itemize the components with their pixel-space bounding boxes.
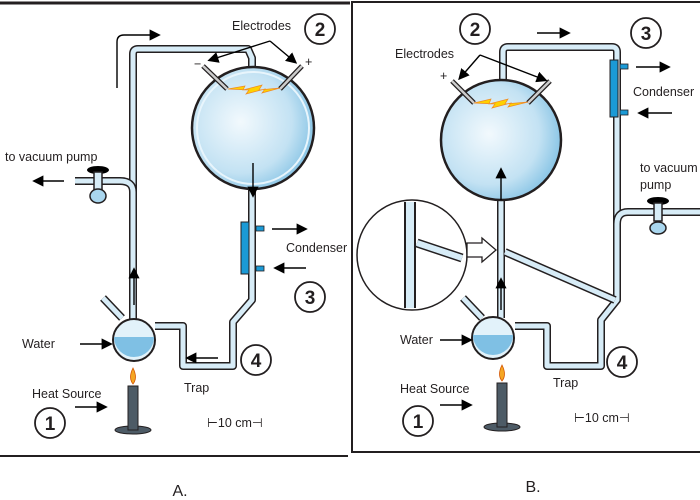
stopcock-b [653, 202, 663, 222]
heat-source-candle [127, 385, 139, 431]
step-4-badge: 4 [240, 344, 272, 376]
vacuum-label-b-line2: pump [640, 178, 671, 192]
electrode-positive-b-core [451, 80, 475, 104]
step-3-badge-b: 3 [630, 17, 662, 49]
plus-sign-b: + [440, 69, 447, 83]
condenser-inlet [255, 265, 265, 272]
stopcock-handle-b[interactable] [647, 197, 669, 205]
zoom-arrow-icon [466, 236, 497, 264]
svg-text:4: 4 [251, 351, 262, 372]
water-fill-b [473, 335, 513, 355]
panel-a: Electrodes − + to vacuum pump Condenser … [0, 1, 350, 500]
panel-b: Electrodes + Condenser to vacuum pump Wa… [351, 1, 700, 496]
aspirator-inset [356, 199, 497, 311]
plus-sign: + [305, 55, 312, 69]
heat-source-label: Heat Source [32, 387, 102, 401]
svg-text:1: 1 [45, 414, 56, 435]
condenser-outlet [255, 225, 265, 232]
svg-text:2: 2 [315, 20, 326, 41]
svg-text:2: 2 [470, 20, 481, 41]
condenser-outlet-b [619, 63, 629, 70]
spark-icon-b [473, 98, 529, 109]
electrodes-pointer-left-b [458, 54, 481, 81]
trap-label: Trap [184, 381, 209, 395]
panel-b-border [351, 1, 700, 453]
stopcock-handle[interactable] [87, 166, 109, 174]
step-1-badge: 1 [34, 407, 66, 439]
svg-text:1: 1 [413, 412, 424, 433]
svg-text:4: 4 [617, 353, 628, 374]
stopcock [93, 171, 103, 191]
stopcock-bulb [89, 188, 107, 204]
scale-bar-b: ⊢10 cm⊣ [574, 411, 630, 425]
minus-sign: − [194, 57, 201, 71]
spark-icon [227, 84, 281, 95]
apparatus-tubing [75, 45, 256, 370]
condenser-jacket [240, 221, 250, 275]
trap-label-b: Trap [553, 376, 578, 390]
electrodes-pointer-left [207, 40, 271, 63]
electrodes-pointer-right [269, 40, 298, 64]
step-2-badge-b: 2 [459, 13, 491, 45]
condenser-inlet-b [619, 109, 629, 116]
apparatus-tubing-b [460, 43, 700, 370]
flame-icon [130, 367, 136, 385]
electrodes-label: Electrodes [232, 19, 291, 33]
electrode-positive-core [279, 65, 303, 90]
water-label-b: Water [400, 333, 433, 347]
water-fill [114, 337, 154, 357]
caption-b: B. [525, 479, 540, 496]
water-label: Water [22, 337, 55, 351]
step-4-badge-b: 4 [606, 346, 638, 378]
condenser-jacket-b [609, 59, 619, 118]
svg-text:3: 3 [305, 288, 316, 309]
caption-a: A. [172, 483, 187, 500]
electrodes-pointer-right-b [479, 54, 548, 83]
electrode-negative-b-core [527, 80, 551, 104]
step-2-badge: 2 [304, 13, 336, 45]
heat-source-candle-b [496, 382, 508, 428]
electrode-negative-core [202, 65, 228, 90]
stopcock-bulb-b [649, 221, 667, 235]
condenser-label: Condenser [286, 241, 347, 255]
vacuum-label: to vacuum pump [5, 150, 97, 164]
heat-source-label-b: Heat Source [400, 382, 470, 396]
step-1-badge-b: 1 [402, 405, 434, 437]
vacuum-label-b-line1: to vacuum [640, 161, 698, 175]
svg-text:3: 3 [641, 24, 652, 45]
condenser-label-b: Condenser [633, 85, 694, 99]
electrodes-label-b: Electrodes [395, 47, 454, 61]
flame-icon-b [499, 364, 505, 382]
flow-top-arrow [116, 29, 161, 88]
scale-bar: ⊢10 cm⊣ [207, 416, 263, 430]
step-3-badge: 3 [294, 281, 326, 313]
